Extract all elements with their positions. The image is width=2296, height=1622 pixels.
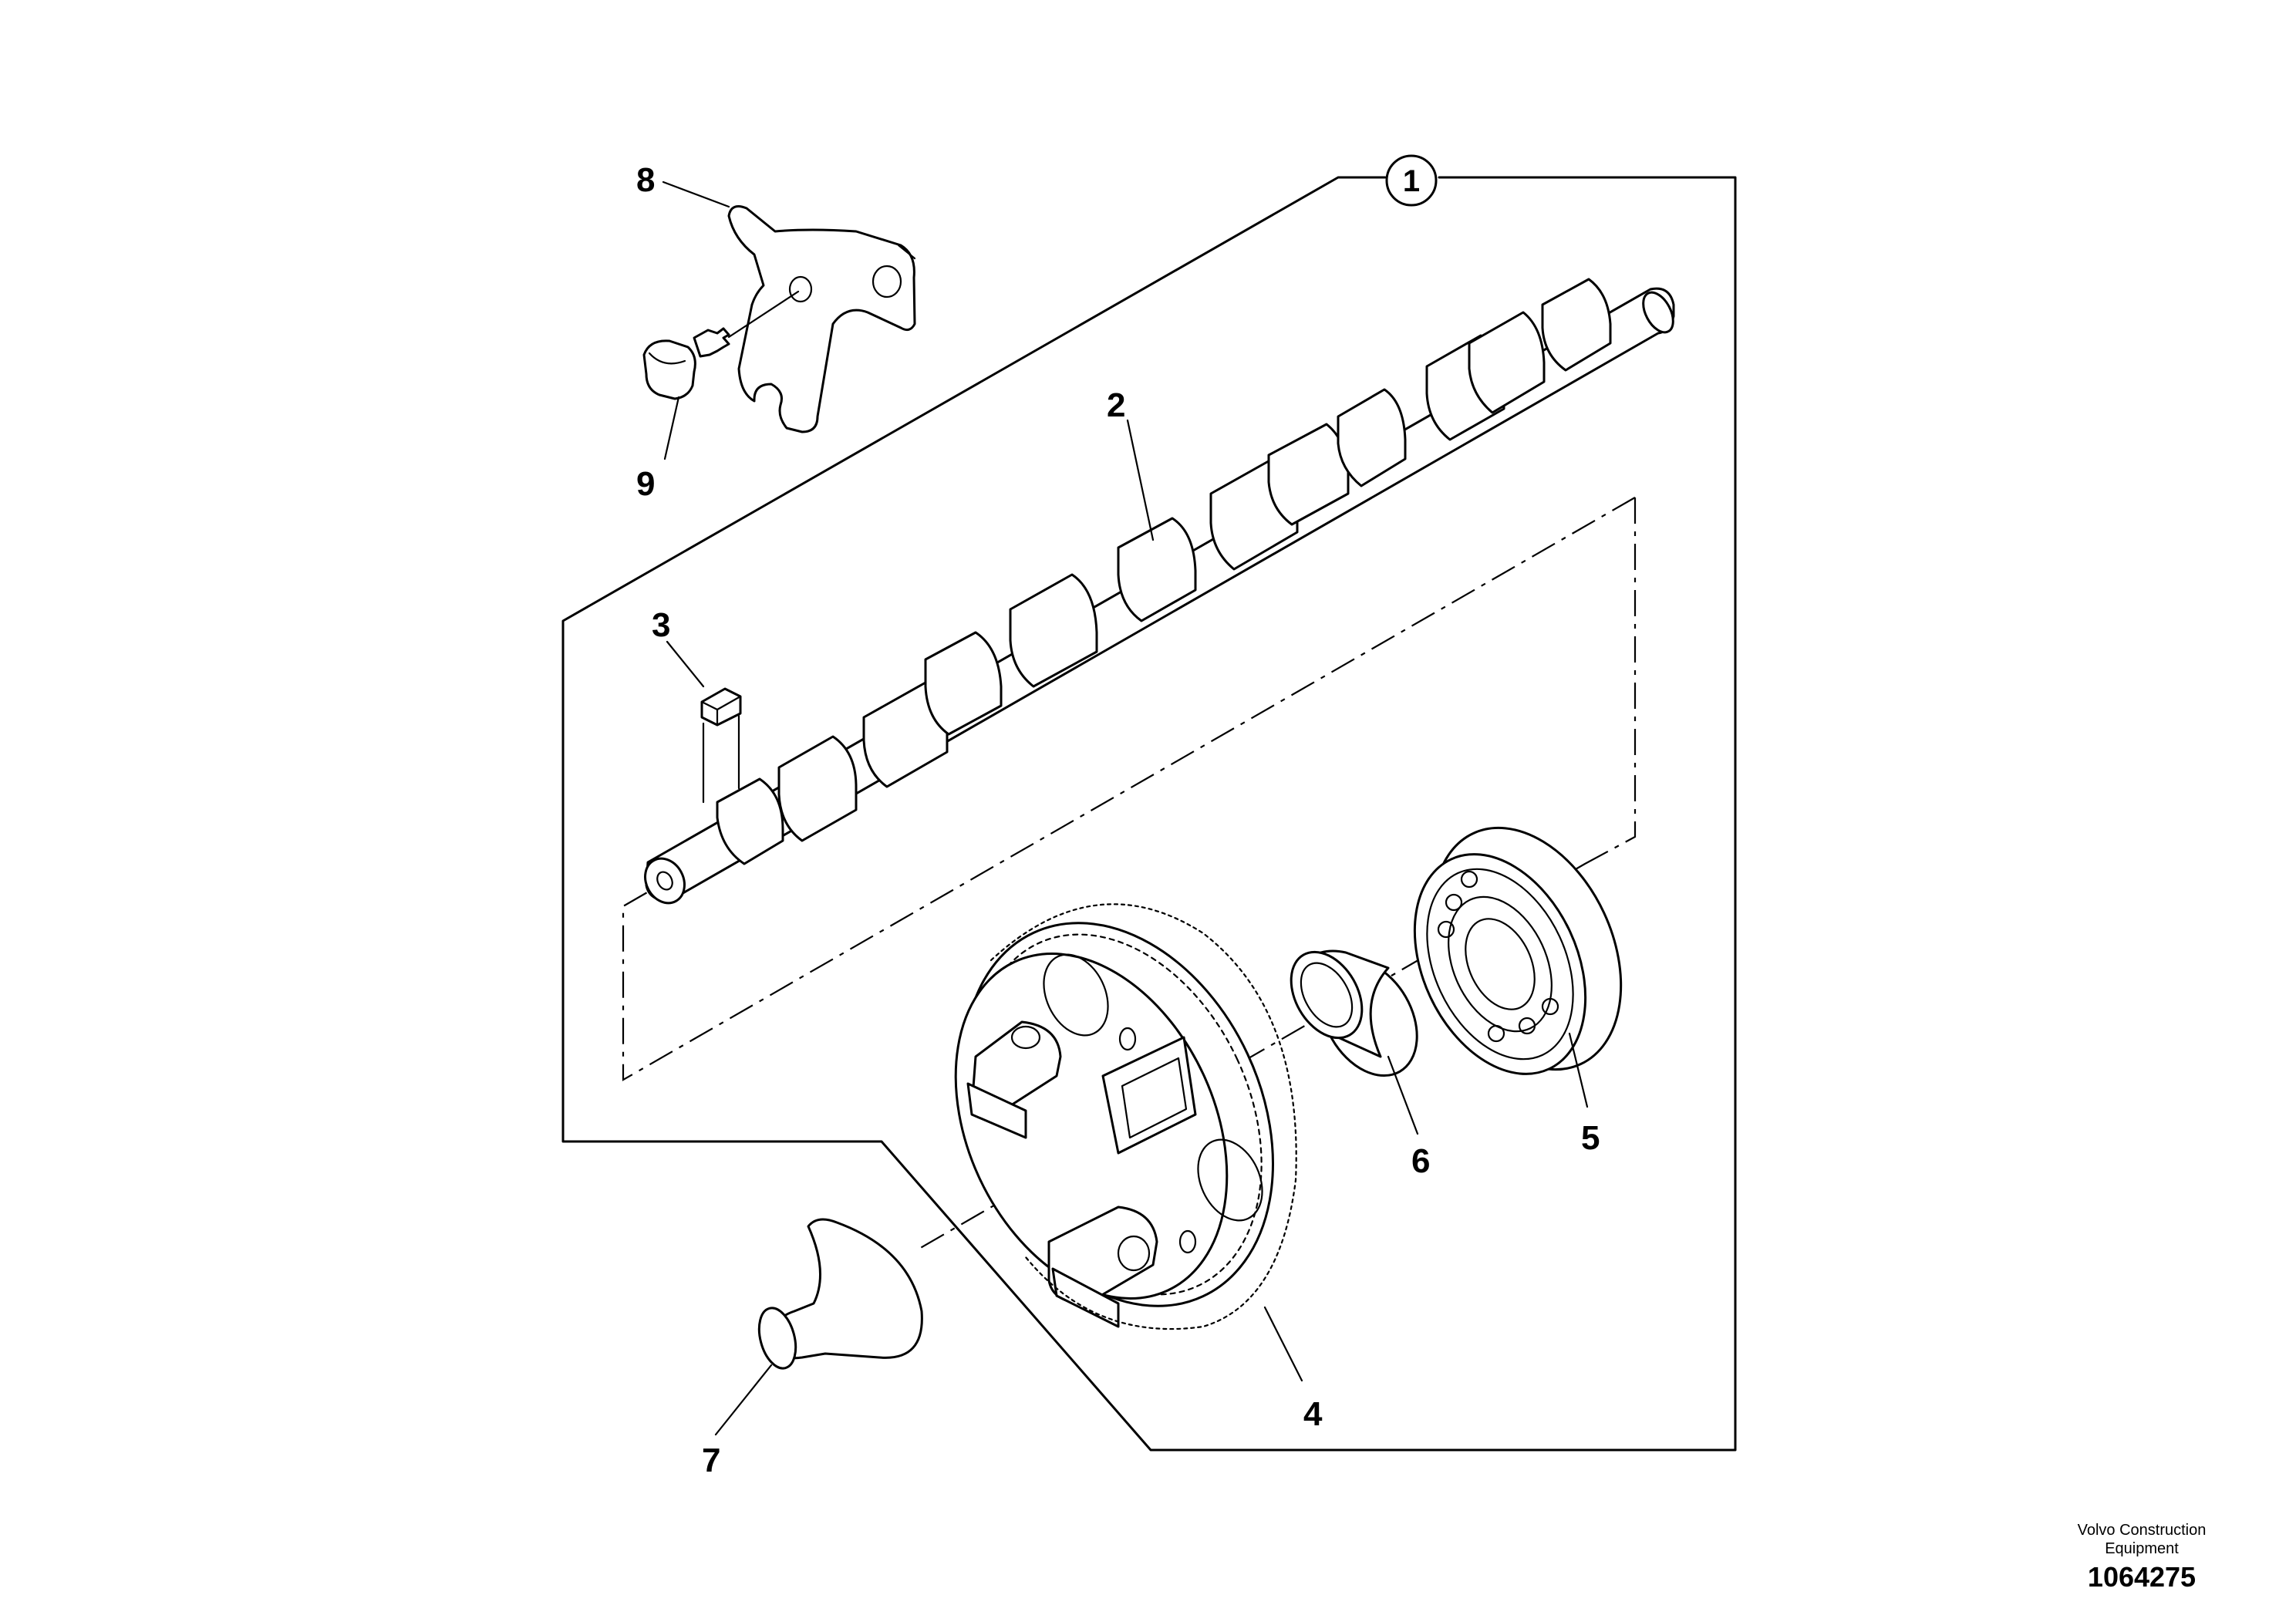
callout-2: 2 [1107,386,1125,424]
callout-6: 6 [1411,1142,1430,1180]
callout-1: 1 [1403,164,1420,198]
brand-line-2: Equipment [2105,1540,2179,1557]
callout-4: 4 [1303,1395,1323,1433]
callout-5: 5 [1581,1119,1600,1157]
woodruff-key [700,687,742,804]
callout-8: 8 [636,161,655,199]
ball-bearing [1413,826,1623,1075]
reference-number: 1064275 [2087,1561,2197,1593]
callout-circle-1 [1385,154,1438,207]
cam-lobes [716,278,1612,865]
brand-line-1: Volvo Construction [2077,1522,2207,1539]
camshaft [644,278,1675,905]
brand-label: Volvo Construction Equipment [2041,1521,2242,1558]
bracket-plate [727,205,916,433]
camshaft-gear [954,903,1297,1330]
assembly-boundary [561,176,1737,1452]
callout-9: 9 [636,465,655,503]
callout-7: 7 [702,1442,720,1479]
callout-3: 3 [652,606,670,644]
bushing [1290,949,1418,1077]
thrust-plug [757,1218,923,1370]
leader-lines [662,180,1589,1436]
bolt [642,290,800,400]
